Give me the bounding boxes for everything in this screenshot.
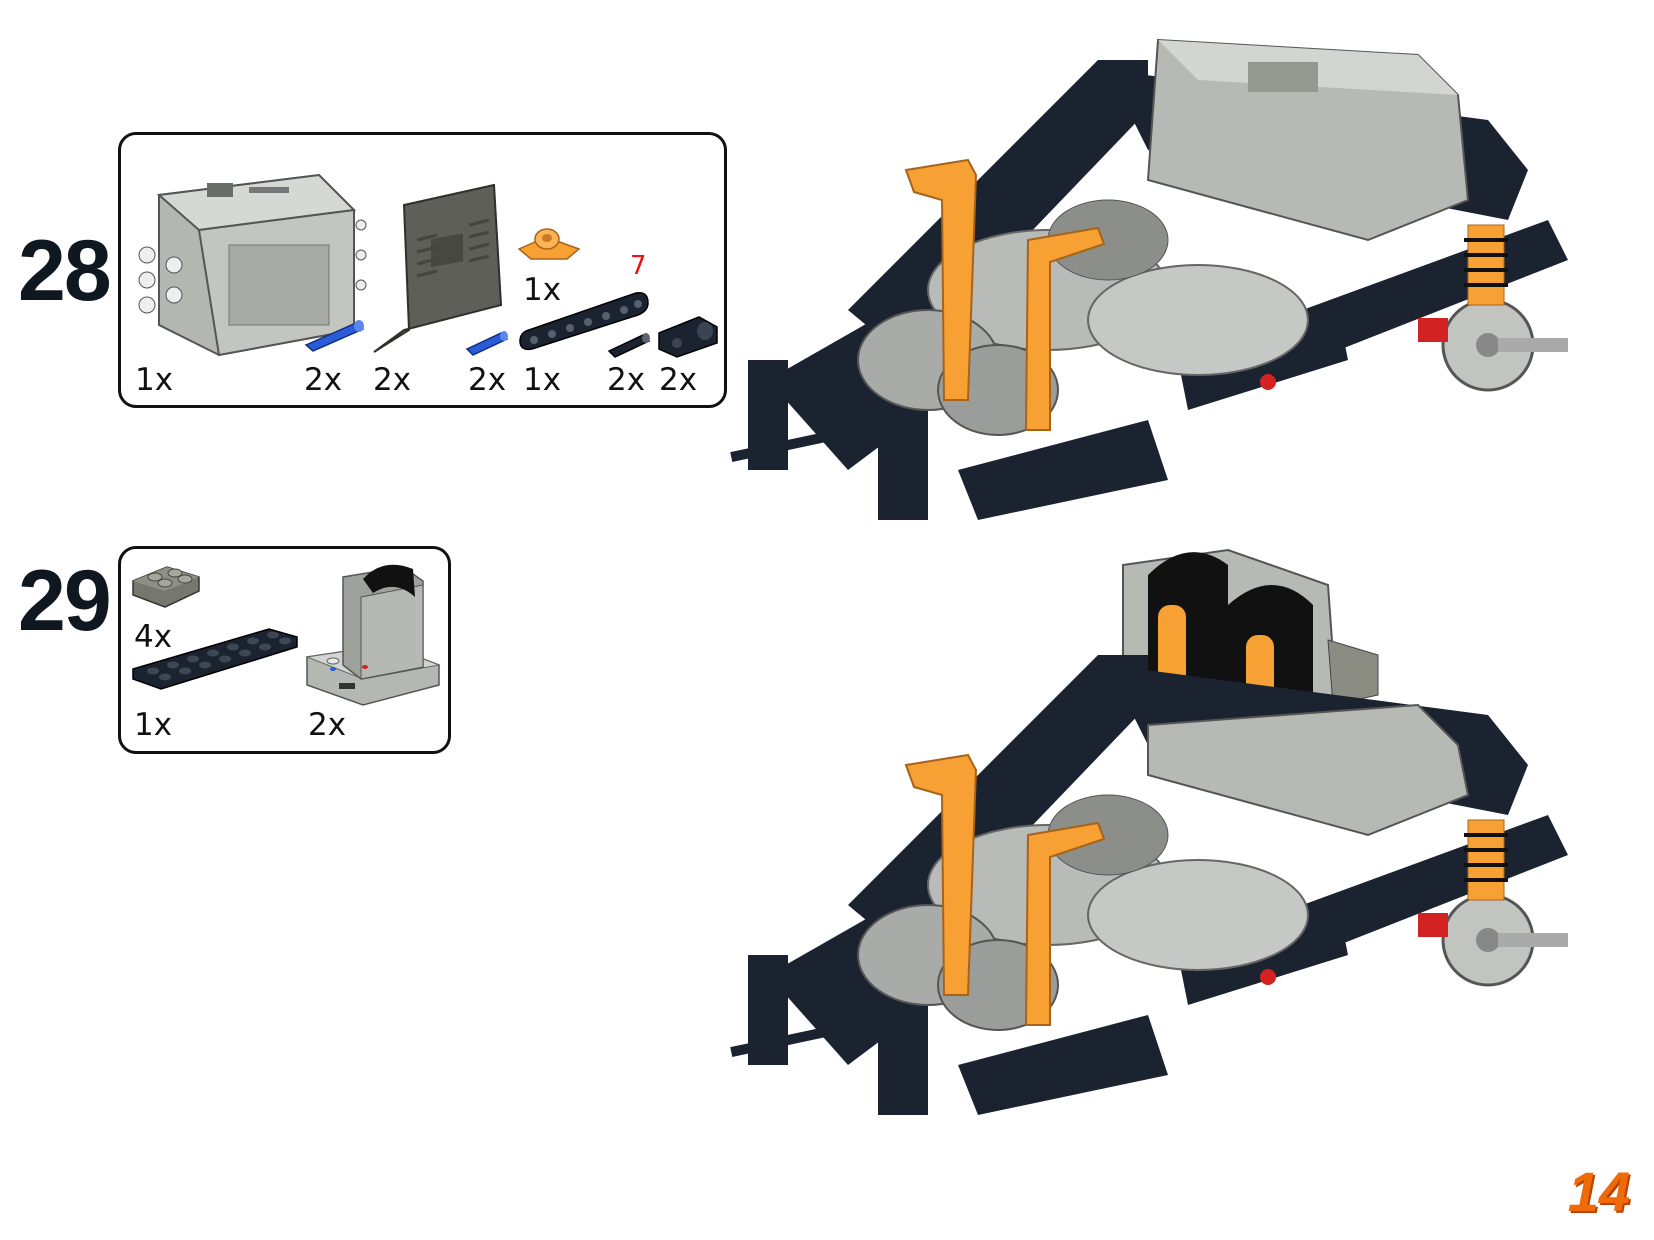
part-quantity: 2x xyxy=(308,707,347,743)
orange-connector-icon xyxy=(517,228,581,260)
model-step-28-assembly xyxy=(730,38,1568,520)
part-quantity: 2x xyxy=(304,362,343,398)
part-quantity: 1x xyxy=(135,362,174,398)
step-number: 28 xyxy=(18,223,112,319)
part-quantity: 1x xyxy=(523,272,562,308)
page-number: 14 xyxy=(1567,1160,1630,1223)
ir-receiver-icon xyxy=(305,564,441,706)
part-quantity: 2x xyxy=(659,362,698,398)
blue-axle-pin-icon xyxy=(304,320,365,352)
part-quantity: 2x xyxy=(373,362,412,398)
part-quantity: 1x xyxy=(523,362,562,398)
model-step-29-assembly xyxy=(730,548,1568,1115)
battery-box-icon xyxy=(138,173,367,357)
grey-plate-2x2-icon xyxy=(132,566,200,608)
parts-callout: 1x 2x 2x 2x 1x 7 1x xyxy=(118,132,727,408)
part-length-label: 7 xyxy=(630,251,647,281)
part-quantity: 1x xyxy=(134,707,173,743)
parts-callout: 4x 1x 2x xyxy=(118,546,451,754)
black-pin-icon xyxy=(607,333,651,358)
black-plate-2x8-icon xyxy=(132,628,298,690)
part-quantity: 2x xyxy=(607,362,646,398)
liftarm-7-icon xyxy=(519,291,649,351)
battery-cover-panel-icon xyxy=(373,183,503,353)
black-cross-block-icon xyxy=(658,316,718,358)
blue-pin-icon xyxy=(465,331,509,356)
part-quantity: 2x xyxy=(468,362,507,398)
part-quantity: 4x xyxy=(134,619,173,655)
step-number: 29 xyxy=(18,553,112,649)
